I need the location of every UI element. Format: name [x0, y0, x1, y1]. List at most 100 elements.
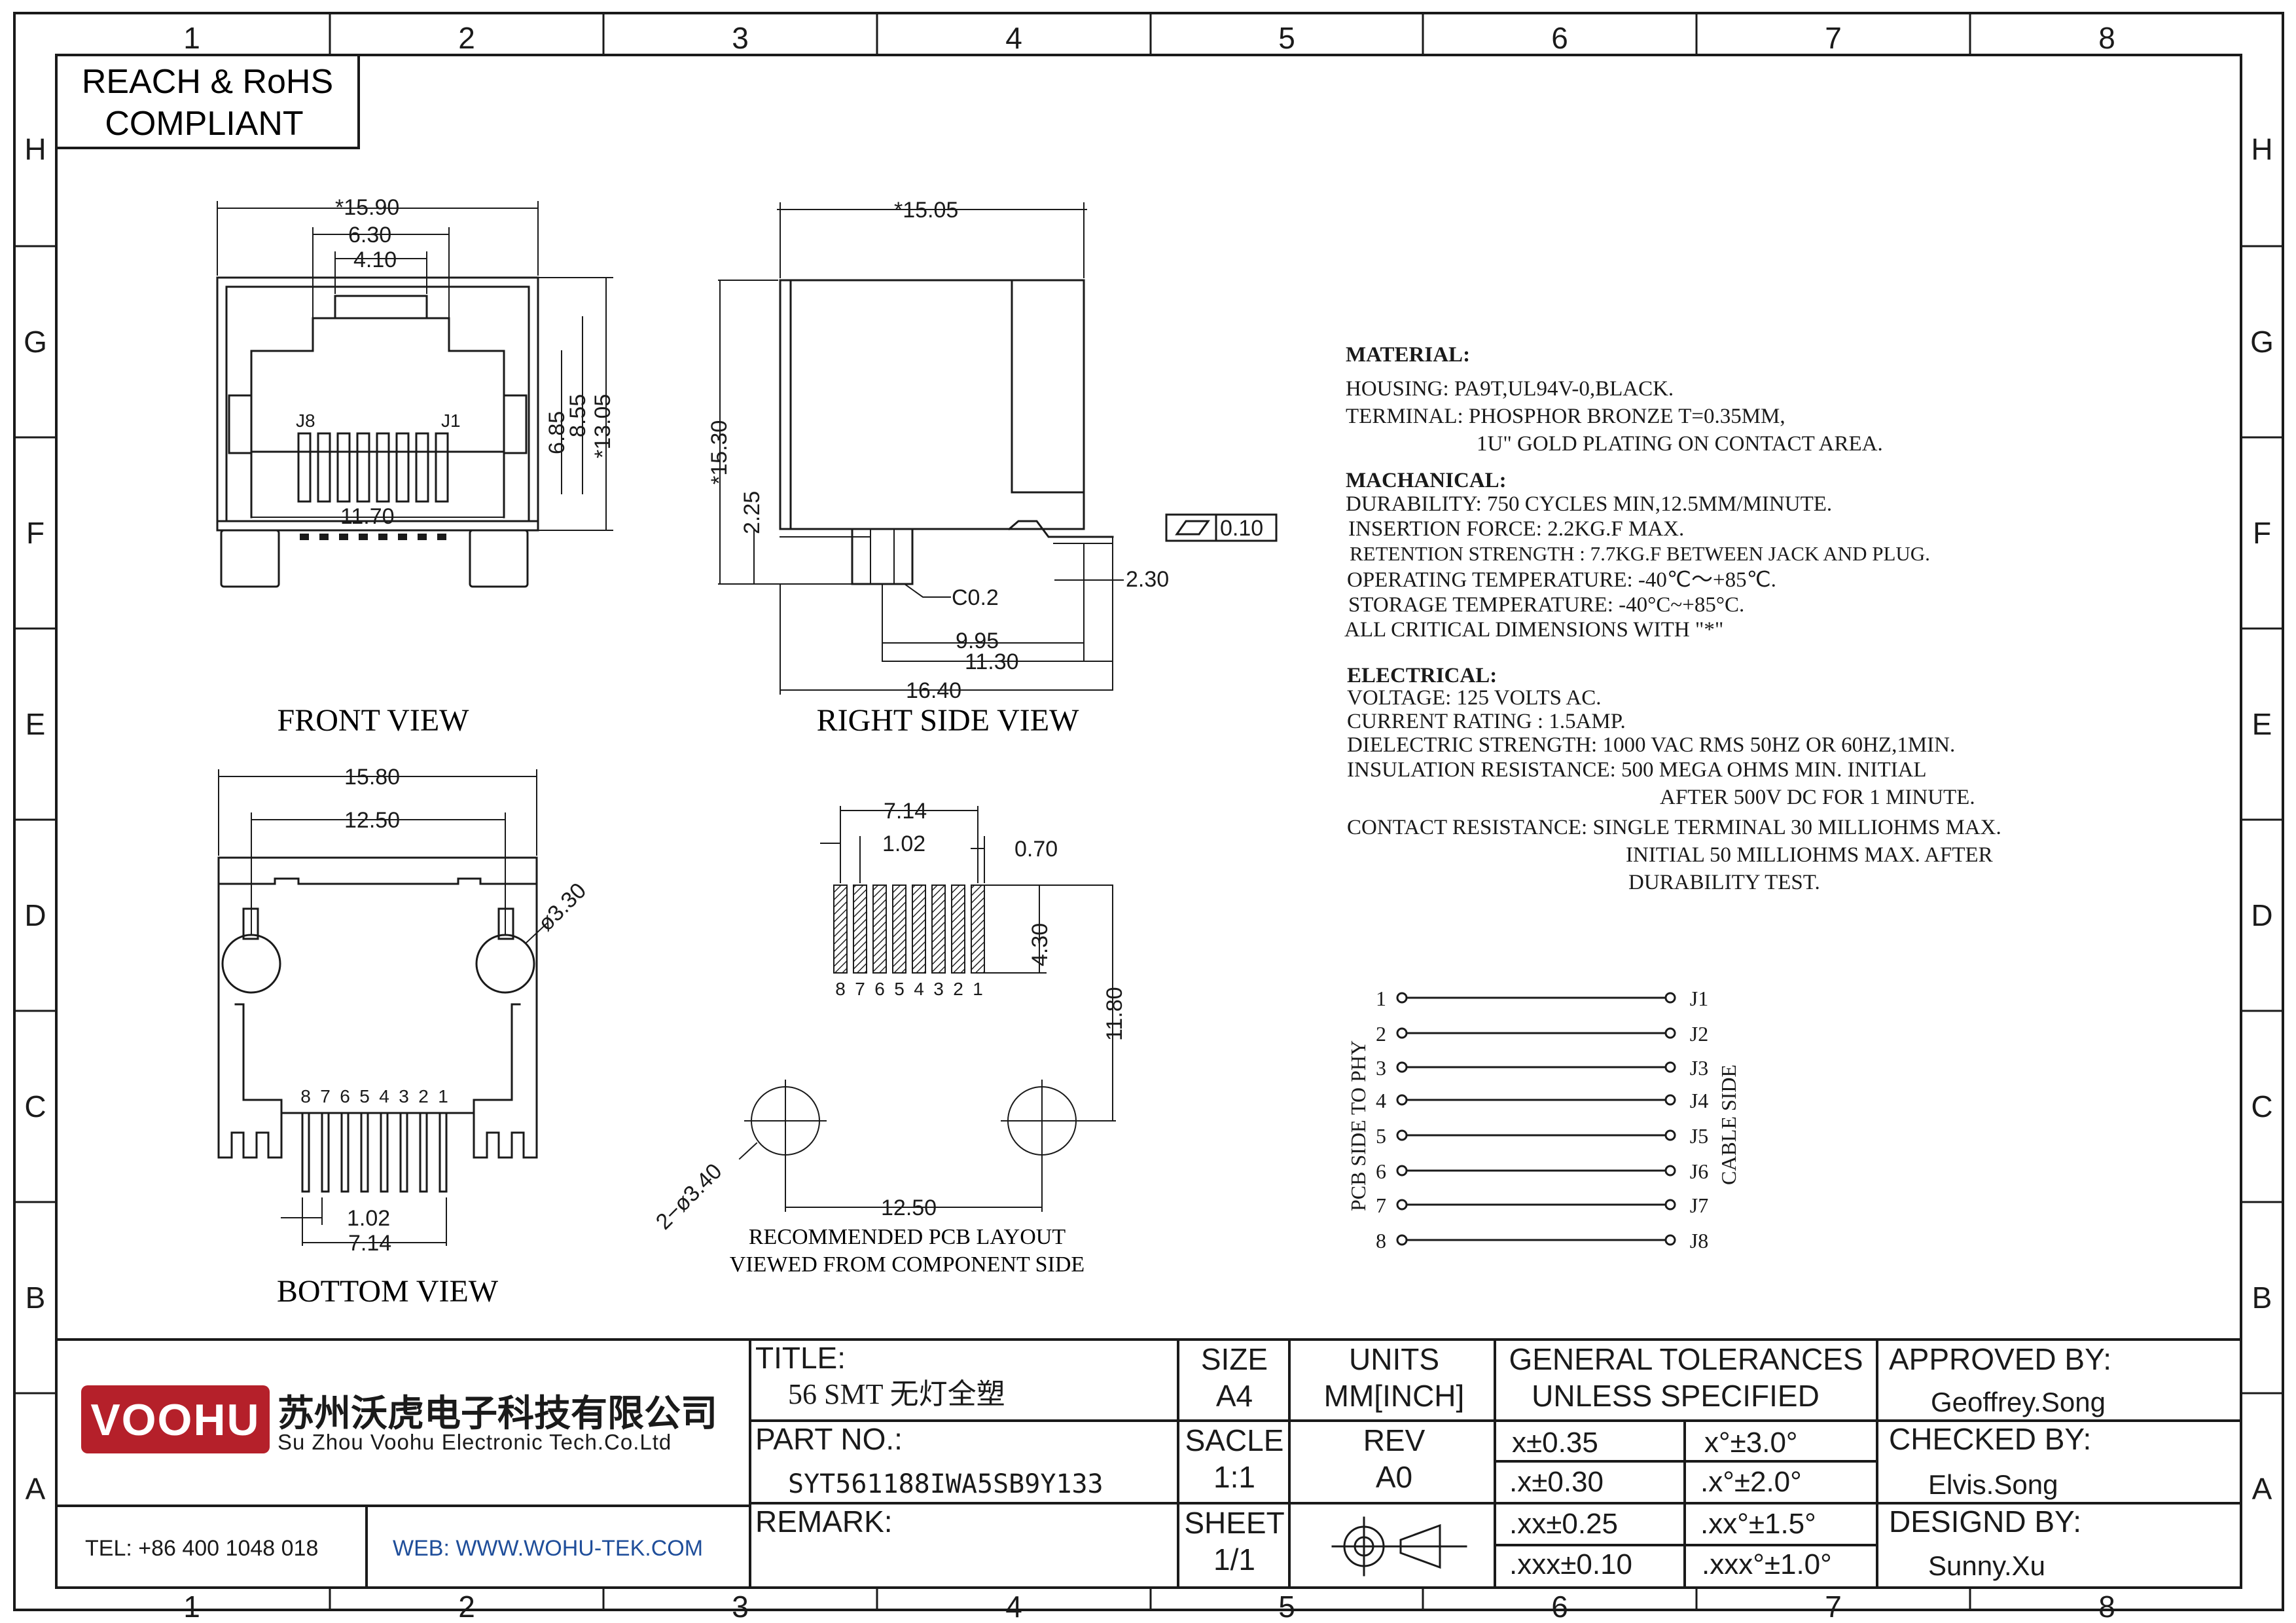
- pcb-layout: 7.14 1.02 0.70 4.30 11.80 2−ø3.40 12.50 …: [651, 799, 1127, 1277]
- pin-number: 3: [1376, 1056, 1386, 1080]
- pin-number: 2: [1376, 1022, 1386, 1046]
- dim-text: 2.25: [740, 491, 764, 534]
- part-number-label: PART NO.:: [755, 1422, 903, 1456]
- col-label: 8: [2098, 21, 2115, 55]
- pin-number: 5: [359, 1086, 370, 1106]
- right-view-dims: *15.05 *15.30 2.25 C0.2 2.30 9.95 11.30 …: [707, 198, 1263, 703]
- pad-number: 2: [953, 979, 963, 999]
- pad-number: 3: [933, 979, 944, 999]
- pin-number: 1: [1376, 987, 1386, 1010]
- units-value: MM[INCH]: [1324, 1379, 1465, 1413]
- jack-label: J6: [1690, 1159, 1708, 1183]
- pin-number: 3: [399, 1086, 409, 1106]
- title-value: 56 SMT 无灯全塑: [788, 1378, 1005, 1410]
- col-label: 7: [1825, 21, 1842, 55]
- spec-line: DIELECTRIC STRENGTH: 1000 VAC RMS 50HZ O…: [1347, 733, 1955, 757]
- pin-schematic: 1 2 3 4 5 6 7 8 J1 J2 J3 J4 J5 J6 J7 J8 …: [1346, 987, 1740, 1252]
- dim-text: *15.30: [707, 420, 732, 484]
- row-label: A: [2252, 1472, 2272, 1506]
- dim-text: 11.80: [1102, 987, 1127, 1041]
- row-label: H: [24, 132, 46, 166]
- dim-text: 4.10: [353, 247, 397, 272]
- approved-value: Geoffrey.Song: [1931, 1387, 2106, 1417]
- approved-label: APPROVED BY:: [1889, 1342, 2111, 1376]
- compliance-line2: COMPLIANT: [105, 105, 303, 143]
- row-label: E: [26, 707, 46, 741]
- dim-text: 7.14: [348, 1231, 391, 1256]
- spec-line: CONTACT RESISTANCE: SINGLE TERMINAL 30 M…: [1347, 816, 2001, 839]
- pin-number: 1: [438, 1086, 448, 1106]
- specifications: MATERIAL: HOUSING: PA9T,UL94V-0,BLACK. T…: [1344, 343, 2001, 894]
- spec-line: INSERTION FORCE: 2.2KG.F MAX.: [1348, 517, 1684, 541]
- front-view-label: FRONT VIEW: [278, 703, 470, 738]
- compliance-box: REACH & RoHS COMPLIANT: [55, 54, 360, 149]
- pad-number: 8: [835, 979, 846, 999]
- jack-label: J4: [1690, 1089, 1708, 1112]
- units-label: UNITS: [1349, 1342, 1439, 1376]
- tolerance-angular: .xxx°±1.0°: [1702, 1548, 1832, 1580]
- rev-value: A0: [1376, 1460, 1412, 1494]
- dim-text: 6.85: [545, 411, 569, 454]
- pin-number: 7: [1376, 1194, 1386, 1217]
- row-label: C: [2251, 1089, 2272, 1123]
- bottom-view: [217, 769, 548, 1246]
- dim-text: 12.50: [881, 1195, 937, 1220]
- dim-text: ø3.30: [533, 878, 591, 936]
- dim-text: 4.30: [1028, 923, 1052, 966]
- row-label: F: [26, 516, 45, 550]
- pin-number: 4: [1376, 1089, 1386, 1112]
- company-name-en: Su Zhou Voohu Electronic Tech.Co.Ltd: [278, 1430, 672, 1454]
- remark-label: REMARK:: [755, 1504, 893, 1539]
- dim-text: *13.05: [590, 394, 615, 458]
- pad-number: 1: [973, 979, 983, 999]
- right-side-view: [718, 202, 1278, 695]
- row-label: D: [24, 898, 46, 932]
- dim-text: 16.40: [906, 678, 961, 703]
- sheet-frame: [13, 12, 2284, 1611]
- title-label: TITLE:: [755, 1341, 846, 1375]
- pcb-layout-label: RECOMMENDED PCB LAYOUT: [749, 1225, 1066, 1249]
- dim-text: 0.70: [1014, 837, 1058, 862]
- dim-text: 8.55: [565, 394, 590, 437]
- row-label: G: [2250, 325, 2274, 359]
- spec-line: HOUSING: PA9T,UL94V-0,BLACK.: [1346, 377, 1674, 401]
- electrical-heading: ELECTRICAL:: [1347, 664, 1497, 687]
- spec-line: STORAGE TEMPERATURE: -40°C~+85°C.: [1348, 593, 1744, 617]
- dim-text: C0.2: [952, 585, 999, 610]
- dim-text: 12.50: [344, 808, 400, 833]
- flatness-tolerance: 0.10: [1220, 516, 1263, 541]
- rev-label: REV: [1363, 1423, 1426, 1457]
- sheet-label: SHEET: [1184, 1506, 1284, 1540]
- dim-text: 11.70: [340, 504, 395, 529]
- tolerance-angular: .x°±2.0°: [1700, 1466, 1802, 1498]
- right-side-view-label: RIGHT SIDE VIEW: [817, 703, 1080, 738]
- dim-text: 9.95: [956, 629, 999, 653]
- designed-label: DESIGND BY:: [1889, 1504, 2081, 1539]
- mechanical-heading: MACHANICAL:: [1346, 469, 1507, 492]
- jack-label: J8: [1690, 1229, 1708, 1252]
- row-label: D: [2251, 898, 2272, 932]
- col-label: 3: [732, 21, 749, 55]
- dim-text: 2−ø3.40: [651, 1159, 727, 1235]
- website-link[interactable]: WEB: WWW.WOHU-TEK.COM: [393, 1536, 703, 1561]
- logo-text: VOOHU: [90, 1395, 260, 1445]
- row-label: B: [26, 1281, 46, 1315]
- col-label: 1: [183, 1590, 200, 1623]
- col-label: 2: [458, 21, 475, 55]
- part-number-value: SYT561188IWA5SB9Y133: [788, 1469, 1103, 1499]
- jack-label: J2: [1690, 1022, 1708, 1046]
- pin-label: J8: [296, 410, 315, 431]
- pin-number: 6: [1376, 1159, 1386, 1183]
- pad-number: 6: [874, 979, 885, 999]
- tolerance-header: GENERAL TOLERANCES: [1509, 1342, 1863, 1376]
- tolerance-angular: .xx°±1.5°: [1700, 1508, 1816, 1540]
- tolerance-linear: x±0.35: [1512, 1427, 1598, 1459]
- spec-line: DURABILITY: 750 CYCLES MIN,12.5MM/MINUTE…: [1346, 492, 1832, 516]
- dim-text: *15.05: [894, 198, 958, 223]
- schematic-right-label: CABLE SIDE: [1717, 1065, 1740, 1185]
- bottom-pin-numbers: 8 7 6 5 4 3 2 1: [300, 1086, 448, 1106]
- bottom-view-label: BOTTOM VIEW: [277, 1274, 499, 1309]
- dim-text: 6.30: [348, 223, 391, 247]
- spec-line: 1U" GOLD PLATING ON CONTACT AREA.: [1477, 432, 1883, 456]
